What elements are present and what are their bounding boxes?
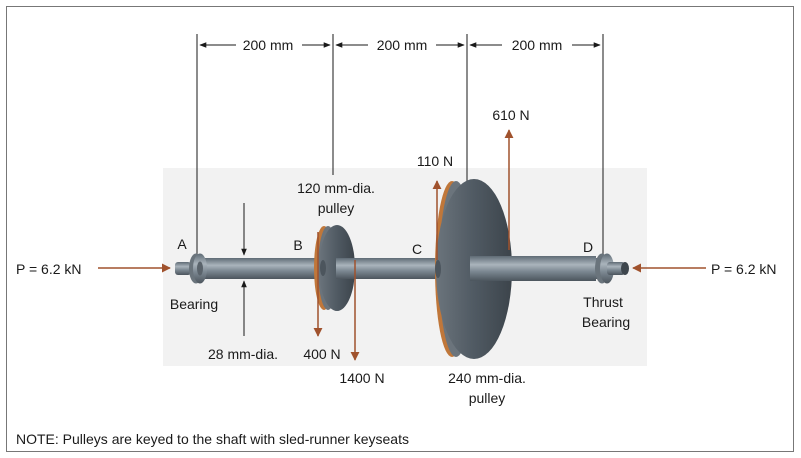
axial-load-left: P = 6.2 kN [16, 261, 82, 277]
load-110n: 110 N [417, 153, 453, 169]
load-610n: 610 N [492, 107, 529, 123]
bearing-label: Bearing [170, 296, 218, 312]
load-400n: 400 N [303, 346, 340, 362]
large-pulley-label-2: pulley [469, 390, 506, 406]
small-pulley-label-1: 120 mm-dia. [297, 180, 375, 196]
point-a: A [177, 236, 187, 252]
dimension-ab: 200 mm [243, 37, 294, 53]
belt-force-arrows [313, 129, 514, 361]
point-b: B [293, 237, 302, 253]
point-d: D [583, 239, 593, 255]
load-1400n: 1400 N [339, 370, 384, 386]
point-c: C [412, 241, 422, 257]
thrust-label-1: Thrust [583, 294, 623, 310]
axial-load-right: P = 6.2 kN [711, 261, 777, 277]
dimension-cd: 200 mm [512, 37, 563, 53]
large-pulley-label-1: 240 mm-dia. [448, 370, 526, 386]
shaft-mid [336, 258, 444, 279]
dimension-bc: 200 mm [377, 37, 428, 53]
shaft-right [470, 256, 596, 281]
thrust-label-2: Bearing [582, 314, 630, 330]
small-pulley-label-2: pulley [318, 200, 355, 216]
note-text: NOTE: Pulleys are keyed to the shaft wit… [16, 431, 409, 447]
shaft-dia-label: 28 mm-dia. [208, 346, 278, 362]
bearing-a [175, 253, 207, 284]
extension-lines [196, 34, 604, 258]
thrust-bearing-d [595, 253, 629, 284]
small-pulley [314, 225, 355, 311]
